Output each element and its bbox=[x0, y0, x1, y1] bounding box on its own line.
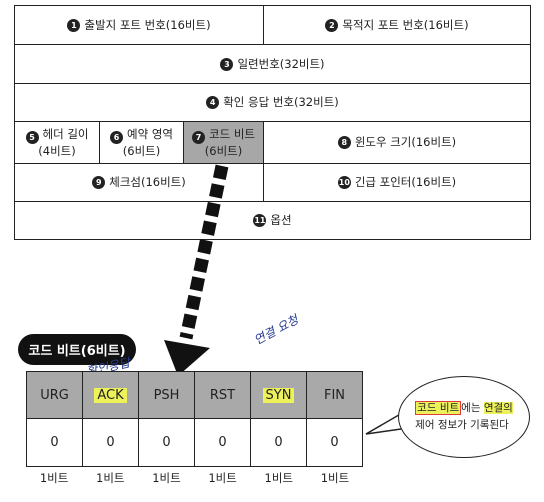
number-badge-8: 8 bbox=[337, 136, 351, 149]
flag-value-row: 0 0 0 0 0 0 bbox=[27, 419, 362, 466]
flag-urg-label: URG bbox=[40, 387, 69, 403]
code-bits-label: 코드 비트 bbox=[209, 126, 255, 141]
flag-name-row: URG ACK PSH RST SYN FIN bbox=[27, 372, 362, 419]
bit-size-row: 1비트 1비트 1비트 1비트 1비트 1비트 bbox=[26, 470, 363, 486]
flag-table: URG ACK PSH RST SYN FIN 0 0 0 0 0 0 bbox=[26, 371, 363, 467]
flag-ack-label: ACK bbox=[94, 387, 127, 403]
dest-port-label: 목적지 포트 번호(16비트) bbox=[342, 17, 469, 32]
flag-rst: RST bbox=[195, 372, 251, 419]
sequence-number-label: 일련번호(32비트) bbox=[237, 56, 325, 71]
bit-size-label: 1비트 bbox=[208, 471, 237, 485]
note-connection: 연결의 bbox=[483, 402, 513, 414]
bit-size-label: 1비트 bbox=[96, 471, 125, 485]
bit-size-label: 1비트 bbox=[152, 471, 181, 485]
bit-size-label: 1비트 bbox=[39, 471, 69, 485]
note-text-part: 에는 bbox=[461, 402, 484, 414]
number-badge-2: 2 bbox=[325, 18, 339, 32]
checksum-label: 체크섬(16비트) bbox=[109, 175, 186, 189]
number-badge-5: 5 bbox=[25, 130, 39, 144]
number-badge-1: 1 bbox=[67, 18, 81, 32]
number-badge-7: 7 bbox=[192, 130, 205, 144]
source-port-label: 출발지 포트 번호(16비트) bbox=[84, 17, 211, 32]
note-control-info: 제어 정보가 기록 bbox=[415, 419, 490, 431]
number-badge-10: 10 bbox=[337, 176, 351, 189]
number-badge-6: 6 bbox=[110, 130, 123, 144]
note-text-end: 된다 bbox=[489, 419, 509, 431]
header-length-bits: (4비트) bbox=[38, 143, 76, 158]
flag-fin-label: FIN bbox=[323, 387, 346, 403]
number-badge-11: 11 bbox=[253, 214, 267, 227]
flag-ack: ACK bbox=[83, 372, 139, 419]
arrow-head bbox=[164, 340, 210, 376]
options-label: 옵션 bbox=[270, 213, 292, 227]
code-bits-size: (6비트) bbox=[204, 143, 243, 158]
number-badge-4: 4 bbox=[206, 96, 220, 109]
ack-number-label: 확인 응답 번호(32비트) bbox=[223, 95, 339, 109]
bit-size-label: 1비트 bbox=[264, 471, 294, 485]
flag-syn-label: SYN bbox=[262, 387, 295, 403]
reserved-bits: (6비트) bbox=[122, 143, 161, 158]
note-code-bits: 코드 비트 bbox=[415, 401, 462, 415]
flag-rst-label: RST bbox=[209, 387, 236, 403]
flag-psh-label: PSH bbox=[153, 387, 180, 403]
urgent-pointer-label: 긴급 포인터(16비트) bbox=[354, 175, 457, 189]
header-length-label: 헤더 길이 bbox=[42, 126, 89, 141]
code-bits-pill: 코드 비트(6비트) bbox=[18, 334, 136, 365]
flag-value: 0 bbox=[83, 419, 139, 466]
flag-syn: SYN bbox=[251, 372, 307, 419]
window-size-label: 윈도우 크기(16비트) bbox=[354, 135, 457, 149]
code-bits-field: 7 코드 비트 (6비트) bbox=[184, 122, 264, 164]
bit-size-label: 1비트 bbox=[320, 471, 350, 485]
flag-fin: FIN bbox=[307, 372, 362, 419]
flag-psh: PSH bbox=[139, 372, 195, 419]
reserved-field: 6 예약 영역 (6비트) bbox=[100, 122, 184, 164]
flag-value: 0 bbox=[251, 419, 307, 466]
arrow-shaft bbox=[179, 164, 229, 340]
flag-value: 0 bbox=[27, 419, 83, 466]
reserved-label: 예약 영역 bbox=[127, 126, 173, 141]
flag-urg: URG bbox=[27, 372, 83, 419]
flag-value: 0 bbox=[195, 419, 251, 466]
flag-value: 0 bbox=[307, 419, 362, 466]
flag-value: 0 bbox=[139, 419, 195, 466]
bubble-tail-path bbox=[365, 411, 409, 435]
number-badge-9: 9 bbox=[92, 176, 106, 189]
number-badge-3: 3 bbox=[220, 57, 234, 71]
